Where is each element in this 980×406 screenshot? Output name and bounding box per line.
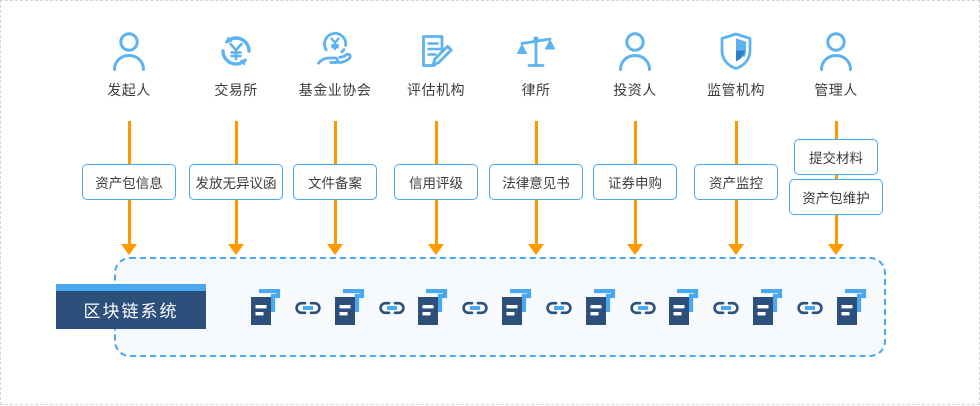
document-box[interactable]: 资产包信息: [82, 164, 176, 200]
block-document-icon: [416, 288, 450, 332]
actor-column: 监管机构: [676, 29, 796, 100]
actor-column: 发起人: [69, 29, 189, 100]
chain-link-icon: [713, 301, 739, 320]
actor-column: 管理人: [776, 29, 896, 100]
chain-link-icon: [546, 301, 572, 320]
hand-yen-icon: [313, 29, 357, 73]
block-document-icon: [333, 288, 367, 332]
document-box[interactable]: 证券申购: [593, 164, 677, 200]
actor-label: 评估机构: [407, 82, 465, 98]
block-document-icon: [249, 288, 283, 332]
connector-arrowhead: [828, 244, 844, 255]
chain-link-icon: [629, 301, 656, 320]
person-icon: [613, 29, 657, 73]
chain-link-icon: [378, 301, 405, 320]
document-box[interactable]: 资产监控: [694, 164, 778, 200]
scales-balance-icon: [514, 29, 558, 73]
connector-arrowhead: [121, 244, 137, 255]
actor-label: 交易所: [214, 82, 258, 98]
actor-label: 投资人: [613, 82, 657, 98]
chain-link-icon: [797, 301, 823, 320]
person-icon: [814, 29, 858, 73]
block-chain-row: [249, 288, 869, 332]
actor-label: 律所: [521, 82, 551, 98]
connector-arrowhead: [627, 244, 643, 255]
block-document-icon: [751, 288, 785, 332]
connector-arrowhead: [228, 244, 244, 255]
shield-icon: [714, 29, 758, 73]
actor-column: 交易所: [176, 29, 296, 100]
actor-column: 投资人: [575, 29, 695, 100]
connector-arrowhead: [528, 244, 544, 255]
chain-link-icon: [295, 301, 321, 320]
document-pencil-icon: [414, 29, 458, 73]
block-document-icon: [584, 288, 618, 332]
connector-arrowhead: [728, 244, 744, 255]
actor-label: 管理人: [814, 82, 858, 98]
document-box[interactable]: 文件备案: [293, 164, 377, 200]
actor-column: 基金业协会: [275, 29, 395, 100]
banner-label: 区块链系统: [83, 301, 179, 321]
block-document-icon: [500, 288, 534, 332]
chain-link-icon: [462, 301, 488, 320]
actor-column: 律所: [476, 29, 596, 100]
actor-column: 评估机构: [376, 29, 496, 100]
actor-label: 发起人: [107, 82, 151, 98]
document-box[interactable]: 资产包维护: [789, 179, 883, 215]
currency-exchange-icon: [214, 29, 258, 73]
person-icon: [107, 29, 151, 73]
connector-arrowhead: [428, 244, 444, 255]
document-box[interactable]: 提交材料: [794, 139, 878, 175]
actor-label: 基金业协会: [298, 82, 372, 98]
document-box[interactable]: 发放无异议函: [189, 164, 283, 200]
banner-top-bar: [56, 284, 206, 291]
document-box[interactable]: 信用评级: [394, 164, 478, 200]
blockchain-system-banner: 区块链系统: [56, 284, 206, 329]
connector-arrowhead: [327, 244, 343, 255]
document-box[interactable]: 法律意见书: [489, 164, 583, 200]
actor-label: 监管机构: [707, 82, 765, 98]
block-document-icon: [667, 288, 701, 332]
block-document-icon: [835, 288, 869, 332]
